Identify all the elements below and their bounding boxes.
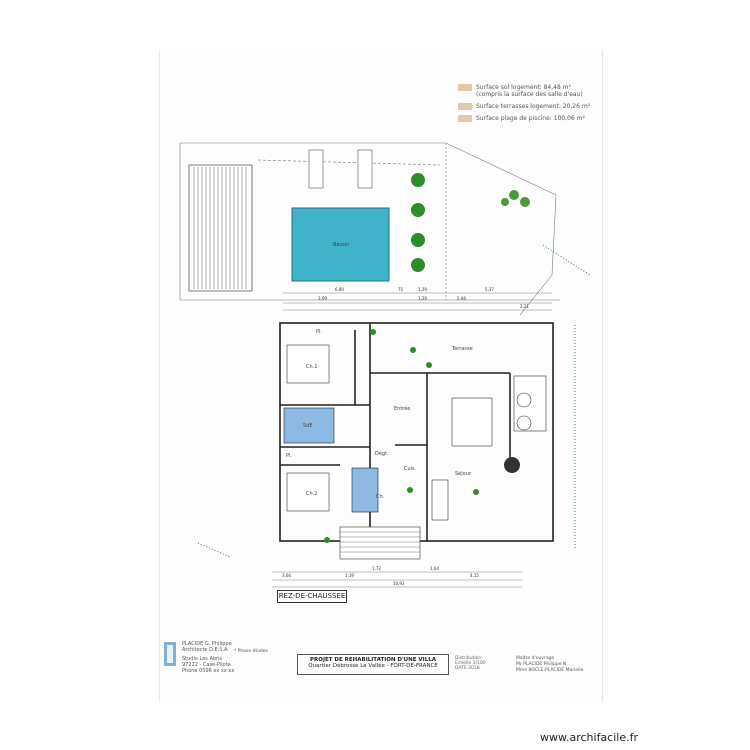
legend-swatch [458,84,472,91]
legend-item-logement: Surface sol logement: 84,48 m²(compris l… [458,84,590,98]
dim-label: 10,93 [393,581,405,586]
legend-sublabel: (compris la surface des salle d'eau) [476,91,583,98]
dim-label: 4,15 [470,573,479,578]
legend-label: Surface sol logement: 84,48 m² [476,84,571,91]
legend-item-piscine: Surface plage de piscine: 100,06 m² [458,115,590,122]
room-label-sejour: Séjour [455,470,472,477]
beds [286,344,330,512]
plant-markers [324,329,479,543]
architect-logo-icon [164,642,176,666]
dimension-lines [272,292,552,588]
dim-label: 1,64 [430,566,439,571]
dim-label: 3,09 [318,296,327,301]
project-location: Quartier Débrosse La Vallée - FORT-DE-FR… [308,663,438,669]
legend-swatch [458,103,472,110]
palm-trees [411,173,425,272]
owner-line: Mr PLACIDE Philippe N. [516,662,568,667]
architect-phone: Phone 0596 xx xx xx [182,668,235,674]
property-line [197,244,591,558]
dim-label: 1,19 [345,573,354,578]
plant-icon [504,457,520,473]
lounger [308,149,324,189]
pool [291,207,390,282]
phase-label: * Phase études [234,649,268,654]
distribution-line: Distribution [455,656,482,661]
project-title-block: PROJET DE REHABILITATION D'UNE VILLA Qua… [297,654,449,675]
room-label-cuis: Cuis. [404,466,417,472]
dim-label: 75 [398,287,404,292]
lounger [357,149,373,189]
site-outline [179,142,560,316]
room-label-entree: Entrée [394,405,410,412]
room-label-pl: Pl. [316,329,322,335]
architect-address: 97222 - Case-Pilote [182,662,231,668]
architect-address: Studio Les Abris [182,656,223,662]
room-label-degt: Dégt. [375,450,389,457]
dim-label: 5,37 [485,287,494,292]
owner-line: Maître d'ouvrage [516,656,555,661]
legend-label: Surface plage de piscine: 100,06 m² [476,115,585,122]
room-label-sde: SdE [303,423,313,429]
architect-info: PLACIDE G. Philippe Architecte D.E.S.A S… [182,641,234,674]
owner-info: Maître d'ouvrage Mr PLACIDE Philippe N. … [516,656,583,674]
room-label-terrasse: Terrasse [451,346,473,352]
project-title: PROJET DE REHABILITATION D'UNE VILLA [310,657,436,663]
sde2-room [351,467,379,513]
legend-item-terrasses: Surface terrasses logement: 20,26 m² [458,103,590,110]
dim-label: 3,04 [282,573,291,578]
legend-label: Surface terrasses logement: 20,26 m² [476,103,591,110]
room-label-ch1: Ch.1 [306,364,317,370]
furniture [339,375,547,560]
sde-room [283,407,335,444]
distribution-info: Distribution Echelle 1/100 DATE 2018 [455,656,486,671]
stairs [340,531,420,553]
distribution-line: Echelle 1/100 [455,661,486,666]
architect-name: PLACIDE G. Philippe [182,641,232,647]
architect-title: Architecte D.E.S.A [182,647,228,653]
pergola [188,164,253,292]
owner-line: Mme BOCLE-PLACIDE Marielle [516,668,584,673]
dim-label: 2,94 [457,296,466,301]
watermark: www.archifacile.fr [540,731,639,744]
dim-label: 6,80 [335,287,344,292]
dim-label: 1,29 [418,287,427,292]
dim-label: 1,29 [418,296,427,301]
surface-legend: Surface sol logement: 84,48 m²(compris l… [458,84,590,127]
distribution-line: DATE 2018 [455,666,480,671]
room-label-ch: Ch. [376,494,385,500]
room-label-pl2: Pl. [286,453,292,459]
shrub [501,190,530,207]
dim-label: 2,21 [520,304,529,309]
room-label-ch2: Ch.2 [306,491,317,497]
legend-swatch [458,115,472,122]
svg-text:Bassin: Bassin [333,242,349,248]
dim-label: 1,72 [372,566,381,571]
floor-title: REZ-DE-CHAUSSEE [277,590,347,603]
